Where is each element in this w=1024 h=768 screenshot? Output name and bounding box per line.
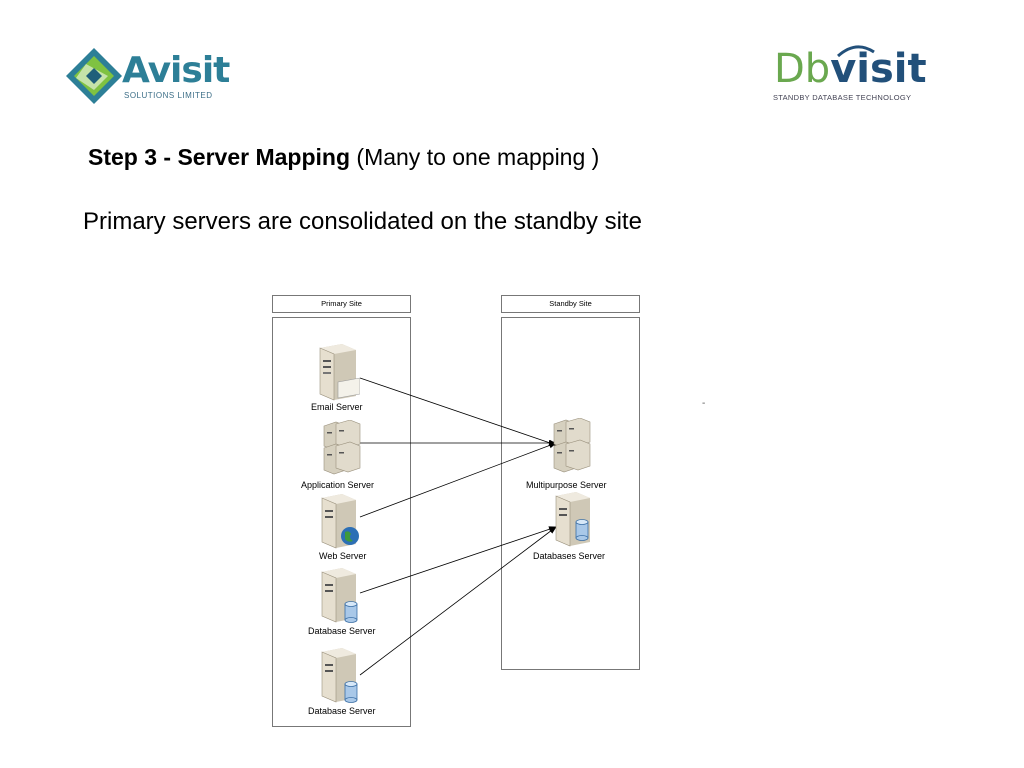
arrow-web-to-multipurpose [359,442,557,518]
arrow-database2-to-databases [359,526,557,676]
page-title: Step 3 - Server Mapping (Many to one map… [88,144,599,171]
database-server-icon [555,492,590,547]
avisit-logo: Avisit SOLUTIONS LIMITED [64,44,234,106]
stray-mark: - [702,398,706,409]
arrow-email-to-multipurpose [359,377,557,446]
dbvisit-arc-icon [837,45,875,58]
server-label: Application Server [301,480,375,490]
application-server-icon [323,420,361,475]
arrow-database1-to-databases [359,526,557,594]
multipurpose-server-icon [553,418,591,473]
dbvisit-wordmark-db: Db [774,46,831,92]
page-title-bold: Step 3 - Server Mapping [88,144,351,170]
email-server-icon [319,344,360,401]
dbvisit-tagline: STANDBY DATABASE TECHNOLOGY [773,93,912,102]
web-server-icon [321,494,359,549]
avisit-diamond-icon [66,48,122,104]
database-server-icon [321,648,358,703]
server-label: Multipurpose Server [526,480,607,490]
page-subtitle: Primary servers are consolidated on the … [83,208,642,235]
database-server-icon [321,568,358,623]
avisit-wordmark: Avisit [122,50,230,91]
dbvisit-wordmark-visit: visit [830,46,927,92]
server-label: Web Server [319,551,367,561]
page-title-normal: (Many to one mapping ) [356,144,600,170]
server-label: Email Server [311,402,363,412]
dbvisit-logo: Dbvisit STANDBY DATABASE TECHNOLOGY [772,45,932,106]
server-label: Database Server [308,626,376,636]
dbvisit-wordmark: Dbvisit [774,46,927,92]
avisit-tagline: SOLUTIONS LIMITED [124,91,213,100]
primary-site-header: Primary Site [272,295,411,313]
server-label: Databases Server [533,551,606,561]
server-label: Database Server [308,706,376,716]
standby-site-header: Standby Site [501,295,640,313]
